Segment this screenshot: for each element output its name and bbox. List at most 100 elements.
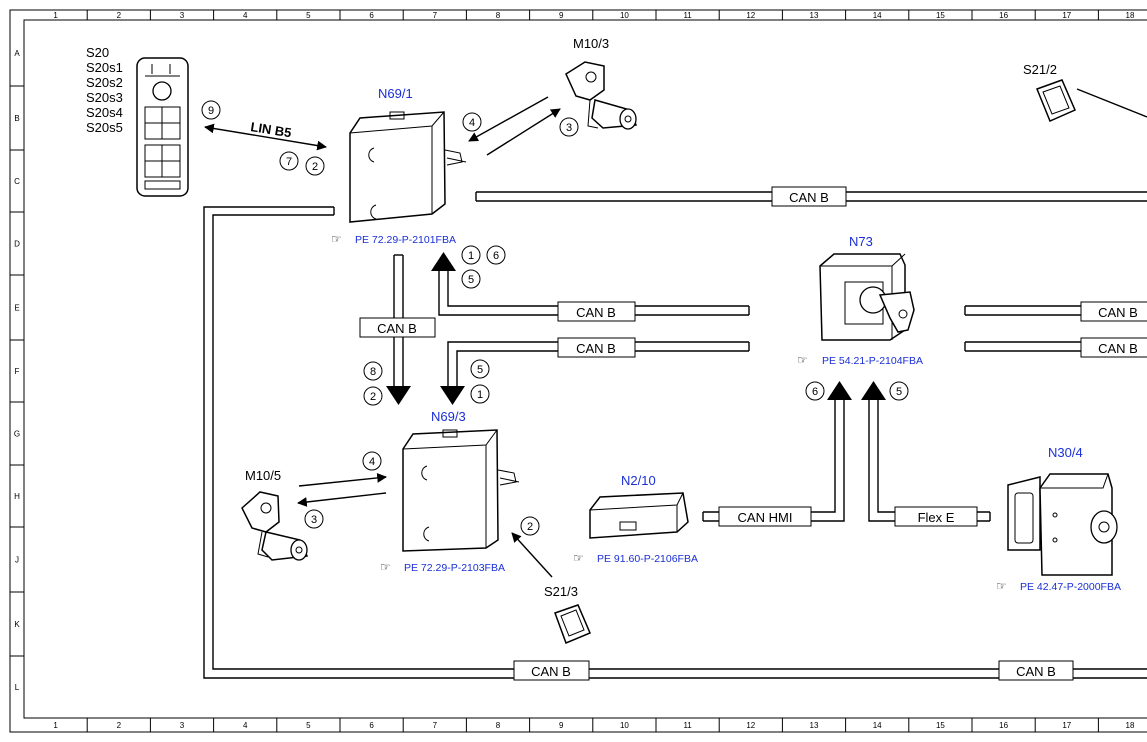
grid-column-label: 1 <box>53 721 58 730</box>
grid-column-label: 10 <box>620 721 629 730</box>
svg-text:9: 9 <box>208 105 214 117</box>
m10-5-motor-icon <box>241 491 309 561</box>
grid-column-label: 5 <box>306 11 311 20</box>
svg-text:PE 72.29-P-2101FBA: PE 72.29-P-2101FBA <box>355 234 456 246</box>
signal-number-circle: 1 <box>470 384 490 404</box>
book-reference-icon: ☞ <box>331 232 342 246</box>
m10-5-label: M10/5 <box>245 468 281 483</box>
svg-text:CAN B: CAN B <box>1098 341 1138 356</box>
grid-row-label: G <box>14 430 20 439</box>
s21-2-label: S21/2 <box>1023 62 1057 77</box>
m10-3-signal-arrows <box>468 96 561 156</box>
n30-4-unit-icon <box>1007 473 1118 576</box>
grid-row-label: L <box>15 683 20 692</box>
bus-label-can-b-top: CAN B <box>771 186 847 207</box>
svg-text:S20s2: S20s2 <box>86 75 123 90</box>
can-b-outer-loop <box>203 206 1147 679</box>
grid-column-label: 15 <box>936 11 945 20</box>
grid-column-label: 1 <box>53 11 58 20</box>
grid-row-label: A <box>14 49 20 58</box>
grid-column-label: 18 <box>1126 11 1135 20</box>
grid-column-label: 14 <box>873 11 882 20</box>
grid-column-label: 9 <box>559 11 564 20</box>
grid-column-label: 16 <box>999 721 1008 730</box>
svg-text:PE 72.29-P-2103FBA: PE 72.29-P-2103FBA <box>404 562 505 574</box>
n30-4-reference: ☞ PE 42.47-P-2000FBA <box>996 579 1121 593</box>
book-reference-icon: ☞ <box>996 579 1007 593</box>
signal-number-circle: 3 <box>559 117 579 137</box>
can-b-n69-3-lower-bus <box>440 341 750 405</box>
signal-number-circle: 2 <box>520 516 540 536</box>
svg-text:3: 3 <box>311 514 317 526</box>
grid-column-label: 2 <box>117 721 122 730</box>
book-reference-icon: ☞ <box>380 560 391 574</box>
svg-text:CAN B: CAN B <box>789 190 829 205</box>
signal-number-circle: 5 <box>470 359 490 379</box>
bus-label-flex-e: Flex E <box>894 506 978 527</box>
flex-e-bus <box>861 381 991 522</box>
n73-label: N73 <box>849 234 873 249</box>
signal-number-circle: 6 <box>486 245 506 265</box>
svg-text:CAN HMI: CAN HMI <box>738 510 793 525</box>
s20-switch-icon <box>136 57 189 197</box>
n69-1-module-icon <box>349 111 467 223</box>
svg-text:PE 91.60-P-2106FBA: PE 91.60-P-2106FBA <box>597 553 698 565</box>
signal-number-circle: 4 <box>462 112 482 132</box>
grid-column-label: 6 <box>369 721 374 730</box>
svg-text:6: 6 <box>812 386 818 398</box>
svg-text:5: 5 <box>468 274 474 286</box>
book-reference-icon: ☞ <box>797 353 808 367</box>
bus-label-can-b-vertical: CAN B <box>359 317 436 338</box>
s20-switch-labels: S20 S20s1 S20s2 S20s3 S20s4 S20s5 <box>86 45 123 135</box>
svg-text:CAN B: CAN B <box>576 341 616 356</box>
svg-text:CAN B: CAN B <box>531 664 571 679</box>
bus-label-can-b-right-lower: CAN B <box>1080 337 1147 358</box>
m10-3-label: M10/3 <box>573 36 609 51</box>
s21-2-switch-icon <box>1036 79 1076 122</box>
svg-text:PE 54.21-P-2104FBA: PE 54.21-P-2104FBA <box>822 355 923 367</box>
svg-text:1: 1 <box>477 389 483 401</box>
grid-column-label: 17 <box>1062 721 1071 730</box>
grid-row-label: C <box>14 177 20 186</box>
s21-2-signal-line <box>1076 88 1147 118</box>
grid-column-label: 4 <box>243 11 248 20</box>
book-reference-icon: ☞ <box>573 551 584 565</box>
can-hmi-bus <box>702 381 852 522</box>
grid-column-label: 13 <box>810 721 819 730</box>
n69-1-reference: ☞ PE 72.29-P-2101FBA <box>331 232 456 246</box>
grid-row-label: F <box>15 367 20 376</box>
lin-b5-arrow: LIN B5 <box>204 119 327 151</box>
grid-column-label: 12 <box>746 11 755 20</box>
bus-label-can-b-mid-lower: CAN B <box>557 337 636 358</box>
can-b-n69-3-upper-bus <box>431 252 750 316</box>
grid-column-label: 15 <box>936 721 945 730</box>
svg-text:PE 42.47-P-2000FBA: PE 42.47-P-2000FBA <box>1020 581 1121 593</box>
n69-1-label: N69/1 <box>378 86 413 101</box>
grid-column-label: 16 <box>999 11 1008 20</box>
svg-text:S20s5: S20s5 <box>86 120 123 135</box>
grid-column-label: 13 <box>810 11 819 20</box>
bus-label-can-b-bottom-left: CAN B <box>513 660 590 681</box>
svg-text:S20s3: S20s3 <box>86 90 123 105</box>
svg-text:4: 4 <box>469 117 475 129</box>
signal-number-circle: 9 <box>201 100 221 120</box>
grid-column-label: 3 <box>180 721 185 730</box>
signal-number-circle: 4 <box>362 451 382 471</box>
grid-column-label: 17 <box>1062 11 1071 20</box>
signal-number-circle: 1 <box>461 245 481 265</box>
n73-reference: ☞ PE 54.21-P-2104FBA <box>797 353 923 367</box>
n2-10-label: N2/10 <box>621 473 656 488</box>
svg-text:3: 3 <box>566 122 572 134</box>
svg-text:S20s1: S20s1 <box>86 60 123 75</box>
m10-5-signal-arrows <box>297 473 387 507</box>
svg-text:5: 5 <box>896 386 902 398</box>
svg-text:S20: S20 <box>86 45 109 60</box>
grid-row-label: K <box>14 620 20 629</box>
m10-3-motor-icon <box>565 61 638 130</box>
svg-text:5: 5 <box>477 364 483 376</box>
svg-text:CAN B: CAN B <box>576 305 616 320</box>
svg-text:Flex E: Flex E <box>918 510 955 525</box>
